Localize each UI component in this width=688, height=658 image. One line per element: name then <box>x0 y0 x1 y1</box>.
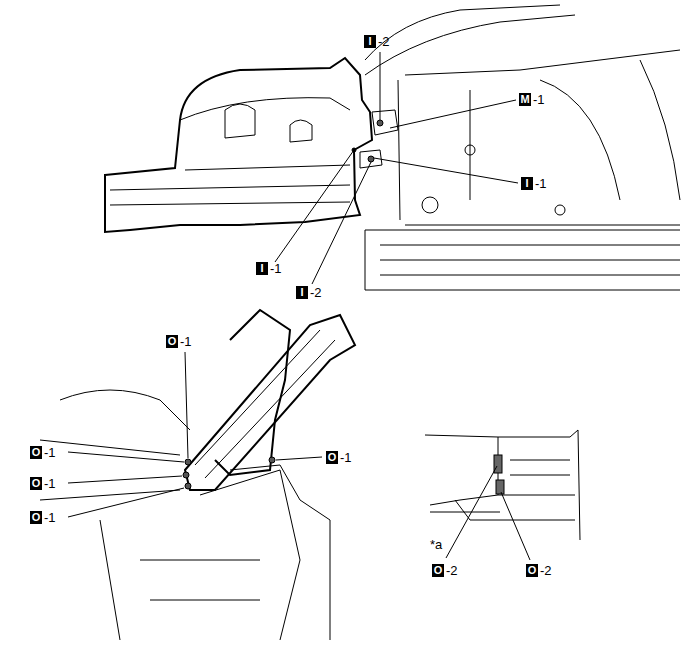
callout-letter: M <box>519 93 531 106</box>
callout-letter: I <box>364 35 376 48</box>
callout-number: -1 <box>44 446 56 459</box>
leader-lines <box>68 52 530 560</box>
callout-letter: O <box>326 451 338 464</box>
callout-number: -1 <box>533 93 545 106</box>
callout-letter: I <box>296 286 308 299</box>
callout-number: -1 <box>44 511 56 524</box>
callout-letter: O <box>526 564 538 577</box>
callout-number: -1 <box>180 335 192 348</box>
callout-number: -1 <box>340 451 352 464</box>
callout-number: -2 <box>446 564 458 577</box>
callout-letter: O <box>30 446 42 459</box>
pillar-view <box>40 310 355 640</box>
rear-body-view <box>105 5 680 290</box>
callout-letter: I <box>521 177 533 190</box>
callout-letter: O <box>30 511 42 524</box>
callout-number: -2 <box>540 564 552 577</box>
callout-number: -1 <box>44 477 56 490</box>
note-mark: *a <box>430 538 442 551</box>
callout-letter: O <box>30 477 42 490</box>
callout-number: -1 <box>535 177 547 190</box>
callout-letter: I <box>256 262 268 275</box>
callout-number: -2 <box>310 286 322 299</box>
callout-number: -1 <box>270 262 282 275</box>
callout-letter: O <box>432 564 444 577</box>
callout-letter: O <box>166 335 178 348</box>
side-member-view <box>425 430 580 540</box>
callout-number: -2 <box>378 35 390 48</box>
